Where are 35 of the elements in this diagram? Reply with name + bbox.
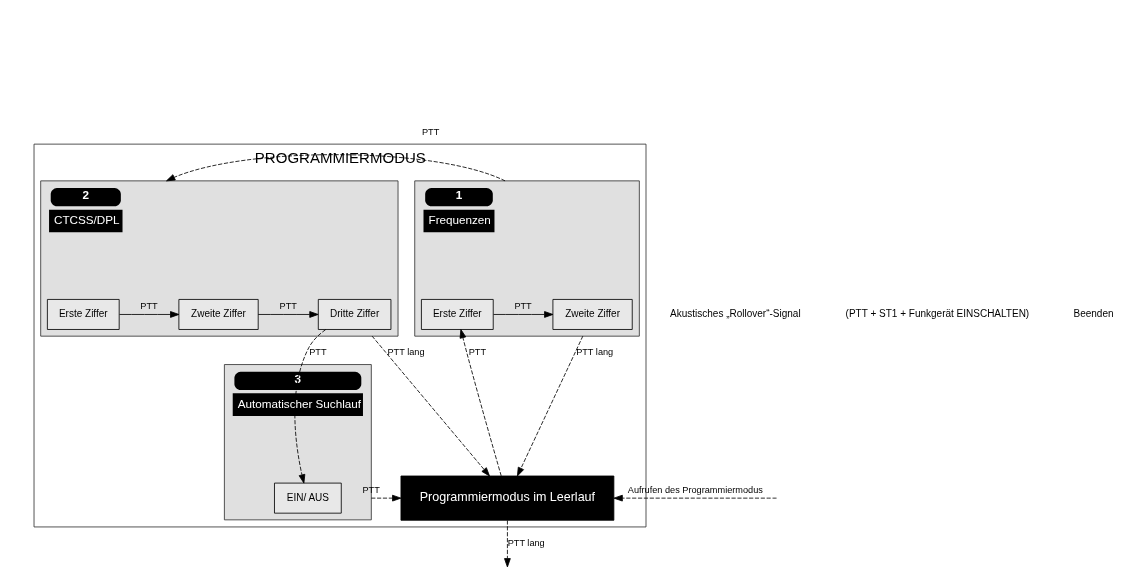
edge-label: PTT xyxy=(421,126,439,137)
arrow xyxy=(613,494,777,502)
node-box: Zweite Ziffer xyxy=(177,299,259,330)
arrow xyxy=(503,520,511,568)
label: Beenden xyxy=(1073,308,1114,320)
edge-label: PTT lang xyxy=(507,537,545,548)
node-label: 1 xyxy=(455,188,462,202)
arrow xyxy=(293,329,326,484)
arrow xyxy=(492,311,553,318)
edge-label: Aufrufen des Programmiermodus xyxy=(627,484,763,495)
label: Akustisches „Rollover“-Signal xyxy=(669,308,801,320)
arrow xyxy=(257,311,319,318)
arrow xyxy=(370,494,401,502)
node-label: 3 xyxy=(294,372,301,386)
arrow xyxy=(118,311,179,318)
node-box: Zweite Ziffer xyxy=(552,299,633,330)
node-box: Erste Ziffer xyxy=(420,299,494,330)
arrow xyxy=(371,335,490,477)
edge-label: PTT xyxy=(139,301,158,312)
edge-label: PTT xyxy=(279,301,297,312)
label: (PTT + ST1 + Funkgerät EINSCHALTEN) xyxy=(845,308,1029,320)
node-label: 2 xyxy=(81,188,89,202)
node-box: EIN/ AUS xyxy=(273,482,342,514)
edge-label: PTT xyxy=(513,301,532,312)
node-box: Dritte Ziffer xyxy=(317,299,391,330)
arrow xyxy=(459,329,502,477)
edge-label: PTT xyxy=(361,484,380,495)
edge-label: PTT lang xyxy=(386,347,424,358)
node-box: Programmiermodus im Leerlauf xyxy=(400,475,614,521)
arrow xyxy=(516,335,583,477)
edge-label: PTT lang xyxy=(575,347,613,358)
edge-label: PTT xyxy=(308,347,327,358)
node-box: Erste Ziffer xyxy=(46,299,120,330)
edge-label: PTT xyxy=(468,347,486,358)
arrow xyxy=(165,154,505,182)
